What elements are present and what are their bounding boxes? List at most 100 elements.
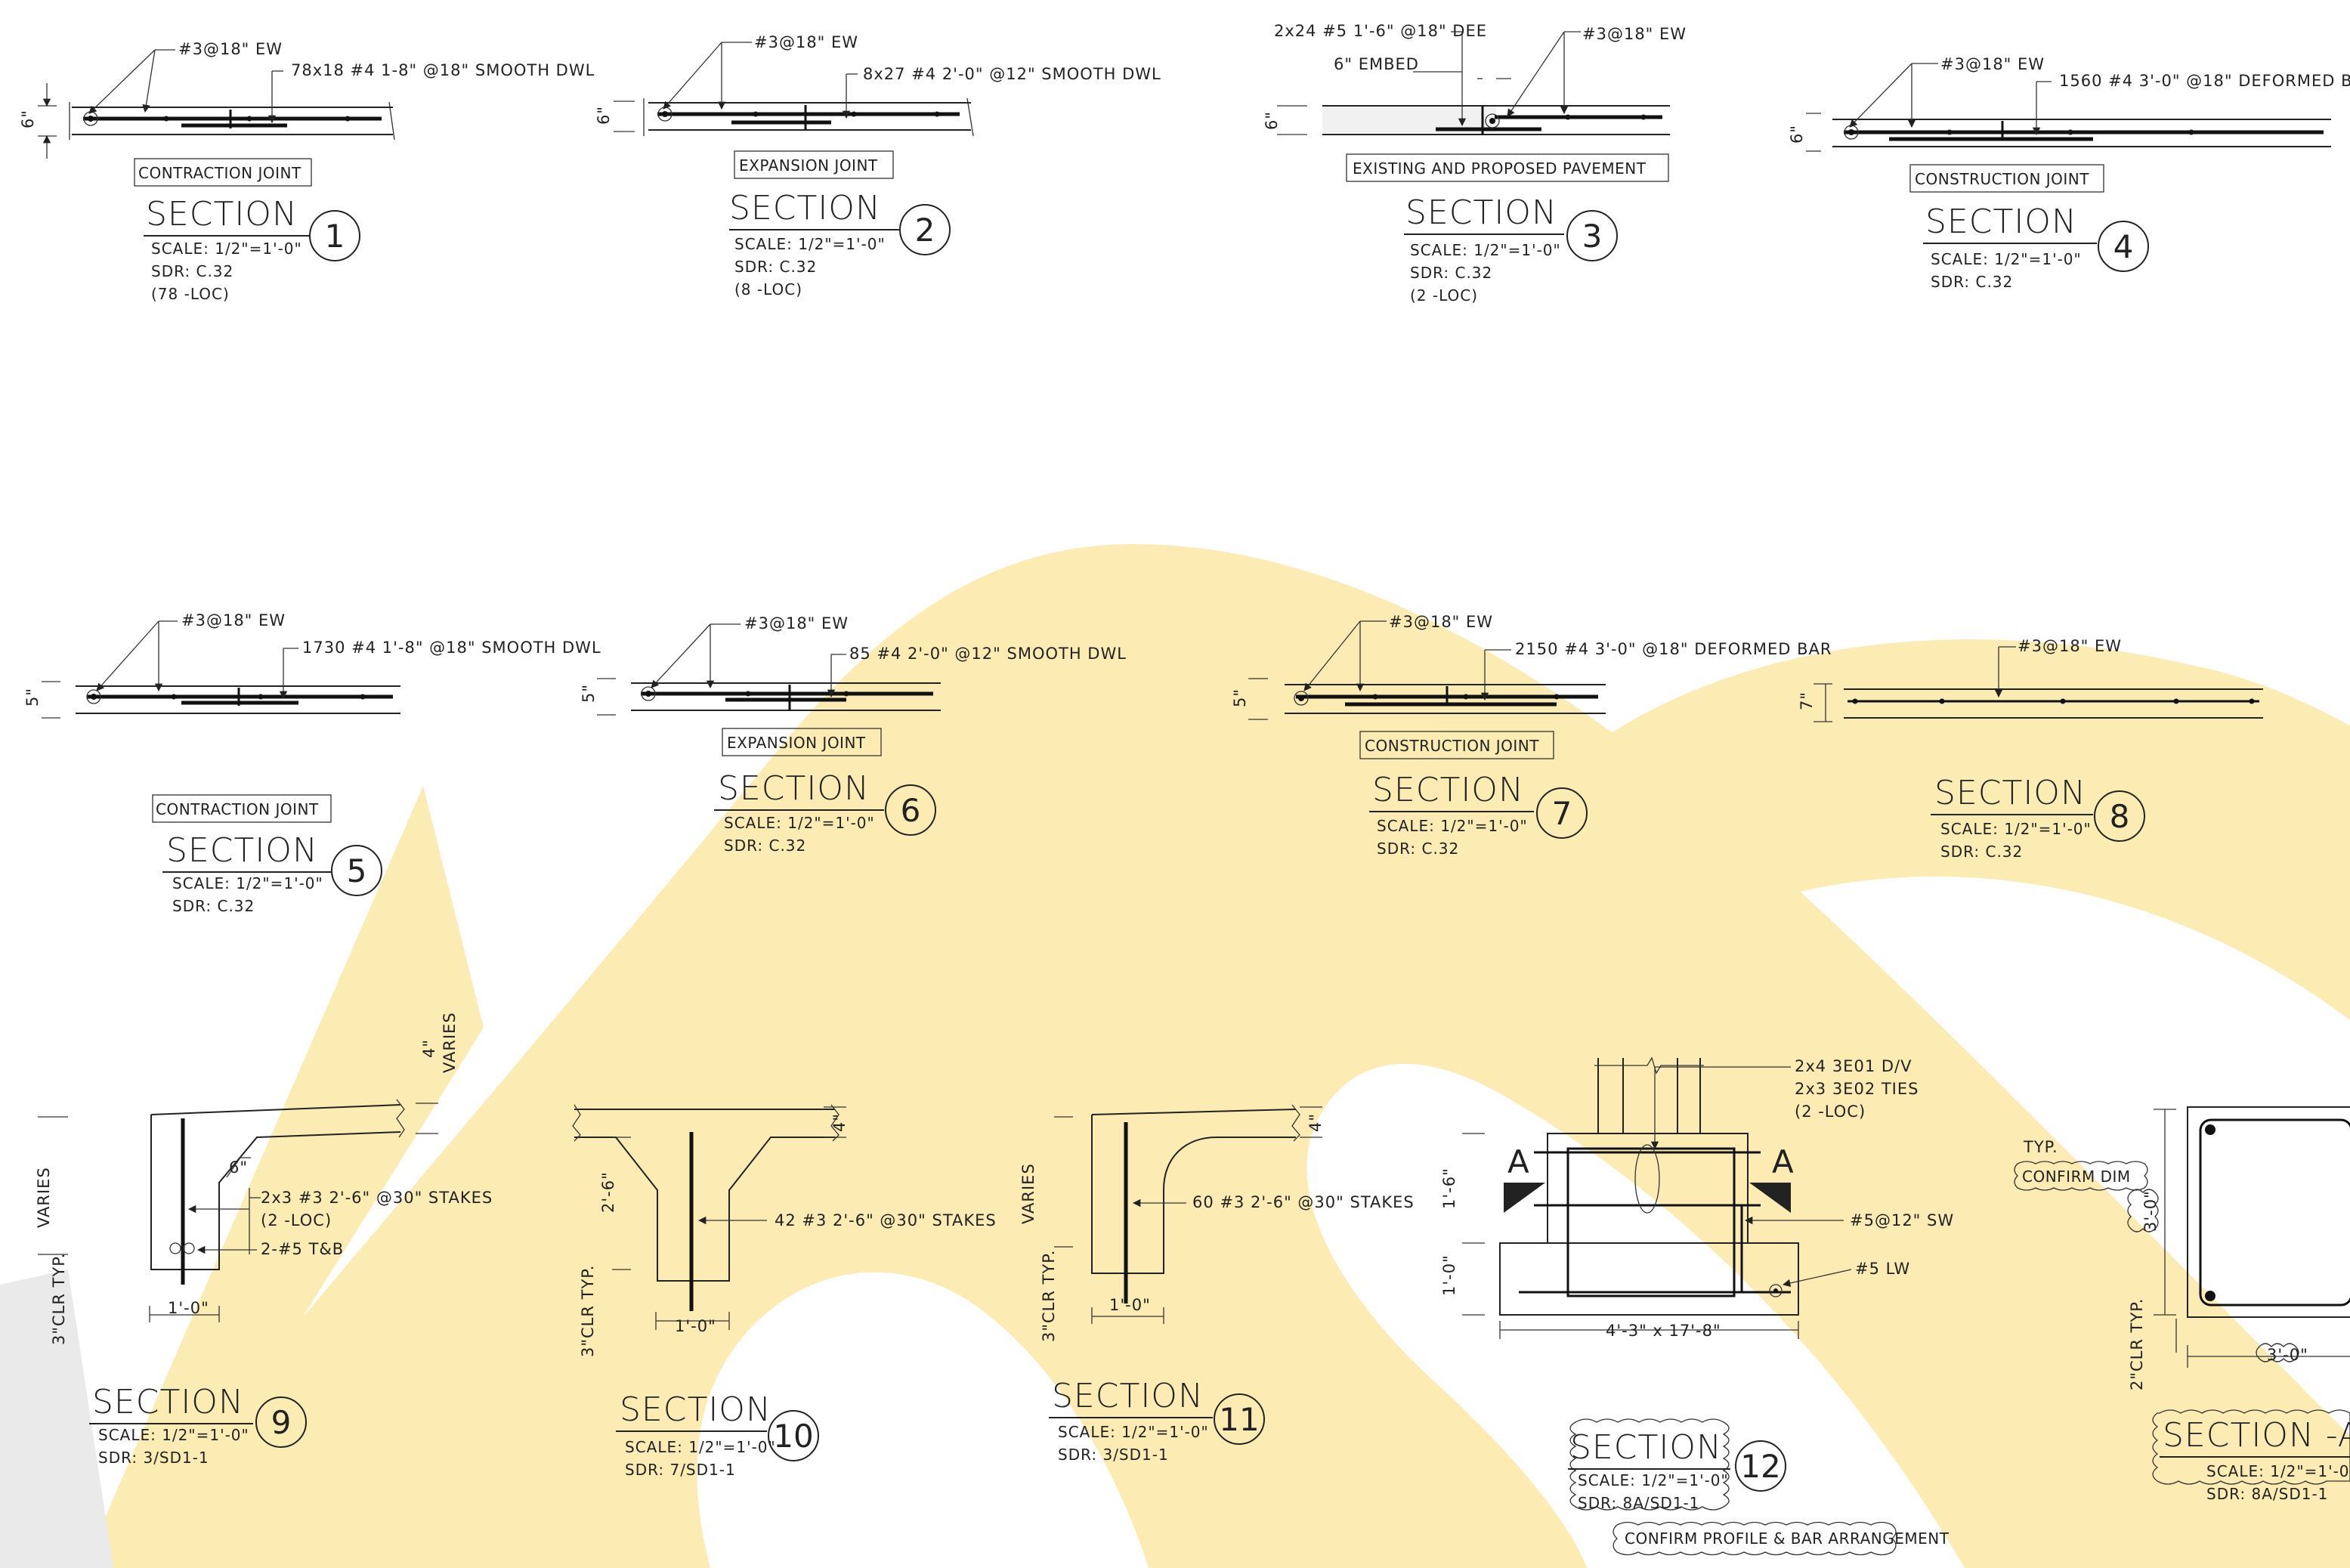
section-a-dim-height: 3'-0" (2141, 1190, 2160, 1232)
section-7-scale: SCALE: 1/2"=1'-0" (1377, 817, 1528, 835)
section-12-cut-right: A (1772, 1143, 1794, 1180)
section-12-note-loc: (2 -LOC) (1795, 1103, 1866, 1121)
section-7-dim: 5" (1231, 688, 1249, 707)
section-6-detail: #3@18" EW 85 #4 2'-0" @12" SMOOTH DWL 5"… (580, 614, 1127, 855)
section-9-dim-width: 1'-0" (168, 1299, 209, 1317)
section-2-dim: 6" (595, 106, 613, 125)
section-9-dim-varies-top: VARIES (441, 1012, 459, 1073)
section-10-sdr: SDR: 7/SD1-1 (625, 1461, 736, 1479)
section-10-number: 10 (773, 1418, 813, 1455)
section-9-scale: SCALE: 1/2"=1'-0" (98, 1426, 249, 1444)
section-7-detail: #3@18" EW 2150 #4 3'-0" @18" DEFORMED BA… (1231, 613, 1832, 858)
section-8-note-mesh: #3@18" EW (2018, 637, 2122, 655)
watermark-swoosh-right (1506, 639, 2350, 1020)
section-11-dim-varies: VARIES (1019, 1163, 1037, 1224)
section-7-sdr: SDR: C.32 (1377, 840, 1459, 858)
section-11-title: SECTION (1052, 1377, 1204, 1415)
section-12-dim-footing: 4'-3" x 17'-8" (1606, 1322, 1721, 1340)
section-2-number: 2 (915, 212, 935, 249)
section-1-dim: 6" (19, 110, 37, 128)
section-1-detail: #3@18" EW 78x18 #4 1-8" @18" SMOOTH DWL … (19, 40, 595, 303)
section-2-title: SECTION (729, 189, 881, 227)
section-5-title: SECTION (166, 831, 318, 870)
section-8-detail: #3@18" EW 7" SECTION 8 SCALE: 1/2"=1'-0"… (1798, 637, 2263, 861)
section-9-title: SECTION (92, 1383, 244, 1421)
section-1-note-mesh: #3@18" EW (178, 40, 283, 58)
section-1-joint-label: CONTRACTION JOINT (138, 164, 301, 182)
section-3-title: SECTION (1405, 193, 1557, 232)
section-5-note-dowel: 1730 #4 1'-8" @18" SMOOTH DWL (302, 639, 601, 657)
section-6-sdr: SDR: C.32 (724, 837, 806, 855)
section-4-number: 4 (2113, 228, 2134, 265)
section-12-scale: SCALE: 1/2"=1'-0" (1578, 1471, 1729, 1489)
section-11-dim-width: 1'-0" (1109, 1296, 1151, 1314)
section-3-note-embed: 6" EMBED (1334, 55, 1419, 73)
section-4-title: SECTION (1925, 203, 2077, 241)
section-3-scale: SCALE: 1/2"=1'-0" (1410, 241, 1561, 259)
section-10-detail: 42 #3 2'-6" @30" STAKES 2'-6" 4" 1'-0" 3… (572, 1104, 997, 1479)
section-2-note-dowel: 8x27 #4 2'-0" @12" SMOOTH DWL (863, 65, 1161, 83)
section-a-detail: TYP. CONFIRM DIM 3'-0" 3'-0" 2"CLR TYP. … (2014, 1106, 2350, 1503)
section-8-dim: 7" (1798, 691, 1816, 710)
section-10-note-stakes: 42 #3 2'-6" @30" STAKES (775, 1211, 997, 1229)
section-7-title: SECTION (1372, 771, 1524, 809)
section-9-note-loc: (2 -LOC) (261, 1211, 332, 1229)
section-6-number: 6 (901, 792, 921, 829)
section-12-note-dv: 2x4 3E01 D/V (1795, 1057, 1912, 1075)
section-11-detail: 60 #3 2'-6" @30" STAKES VARIES 4" 1'-0" … (1019, 1104, 1414, 1464)
section-9-clr: 3"CLR TYP. (50, 1253, 68, 1345)
section-a-scale: SCALE: 1/2"=1'-0" (2206, 1462, 2350, 1480)
section-3-loc: (2 -LOC) (1410, 286, 1478, 305)
section-7-joint-label: CONSTRUCTION JOINT (1365, 737, 1539, 755)
section-12-number: 12 (1740, 1448, 1780, 1485)
section-6-joint-label: EXPANSION JOINT (727, 734, 866, 752)
section-11-number: 11 (1219, 1401, 1259, 1438)
section-8-scale: SCALE: 1/2"=1'-0" (1940, 820, 2092, 838)
section-10-dim-height: 2'-6" (599, 1171, 617, 1213)
section-6-scale: SCALE: 1/2"=1'-0" (724, 814, 875, 832)
section-12-cut-left: A (1507, 1143, 1529, 1180)
section-10-scale: SCALE: 1/2"=1'-0" (625, 1438, 776, 1456)
section-2-joint-label: EXPANSION JOINT (739, 156, 878, 175)
section-2-scale: SCALE: 1/2"=1'-0" (734, 235, 886, 253)
section-12-note-sw: #5@12" SW (1850, 1211, 1954, 1229)
section-a-title: SECTION -A (2163, 1416, 2350, 1455)
section-4-joint-label: CONSTRUCTION JOINT (1915, 170, 2089, 188)
section-8-sdr: SDR: C.32 (1940, 843, 2023, 861)
section-6-dim: 5" (580, 684, 598, 703)
section-a-confirm-dim: CONFIRM DIM (2022, 1167, 2131, 1186)
section-12-sdr: SDR: 8A/SD1-1 (1578, 1494, 1699, 1512)
section-5-dim: 5" (23, 688, 42, 707)
section-2-detail: #3@18" EW 8x27 #4 2'-0" @12" SMOOTH DWL … (595, 33, 1161, 298)
section-2-loc: (8 -LOC) (734, 280, 802, 298)
section-4-note-bar: 1560 #4 3'-0" @18" DEFORMED BAR (2059, 72, 2350, 90)
section-9-number: 9 (271, 1404, 292, 1441)
section-7-note-bar: 2150 #4 3'-0" @18" DEFORMED BAR (1515, 640, 1832, 658)
section-12-title: SECTION (1570, 1428, 1722, 1467)
section-3-detail: 2x24 #5 1'-6" @18" DEE #3@18" EW 6" EMBE… (1263, 22, 1686, 305)
section-5-note-mesh: #3@18" EW (181, 611, 286, 629)
section-1-title: SECTION (146, 195, 298, 233)
section-1-scale: SCALE: 1/2"=1'-0" (151, 240, 302, 258)
section-5-number: 5 (347, 852, 367, 889)
section-3-joint-label: EXISTING AND PROPOSED PAVEMENT (1353, 159, 1647, 178)
section-9-detail: 2x3 #3 2'-6" @30" STAKES (2 -LOC) 2-#5 T… (35, 1012, 492, 1467)
section-a-sdr: SDR: 8A/SD1-1 (2206, 1485, 2328, 1503)
section-a-note-typ: TYP. (2023, 1138, 2058, 1156)
section-4-scale: SCALE: 1/2"=1'-0" (1931, 250, 2082, 268)
watermark-stripes (0, 1270, 113, 1568)
section-3-number: 3 (1582, 218, 1603, 255)
section-1-note-dowel: 78x18 #4 1-8" @18" SMOOTH DWL (291, 61, 595, 79)
section-7-number: 7 (1552, 795, 1572, 832)
section-1-number: 1 (325, 218, 345, 255)
section-3-dim: 6" (1263, 111, 1281, 130)
section-6-note-dowel: 85 #4 2'-0" @12" SMOOTH DWL (849, 645, 1127, 663)
section-5-scale: SCALE: 1/2"=1'-0" (172, 874, 323, 892)
section-6-note-mesh: #3@18" EW (744, 614, 849, 632)
section-8-title: SECTION (1934, 774, 2086, 812)
section-8-number: 8 (2110, 798, 2130, 835)
section-3-sdr: SDR: C.32 (1410, 264, 1492, 282)
section-9-dim-6in: 6" (229, 1158, 248, 1177)
section-7-note-mesh: #3@18" EW (1389, 613, 1493, 631)
